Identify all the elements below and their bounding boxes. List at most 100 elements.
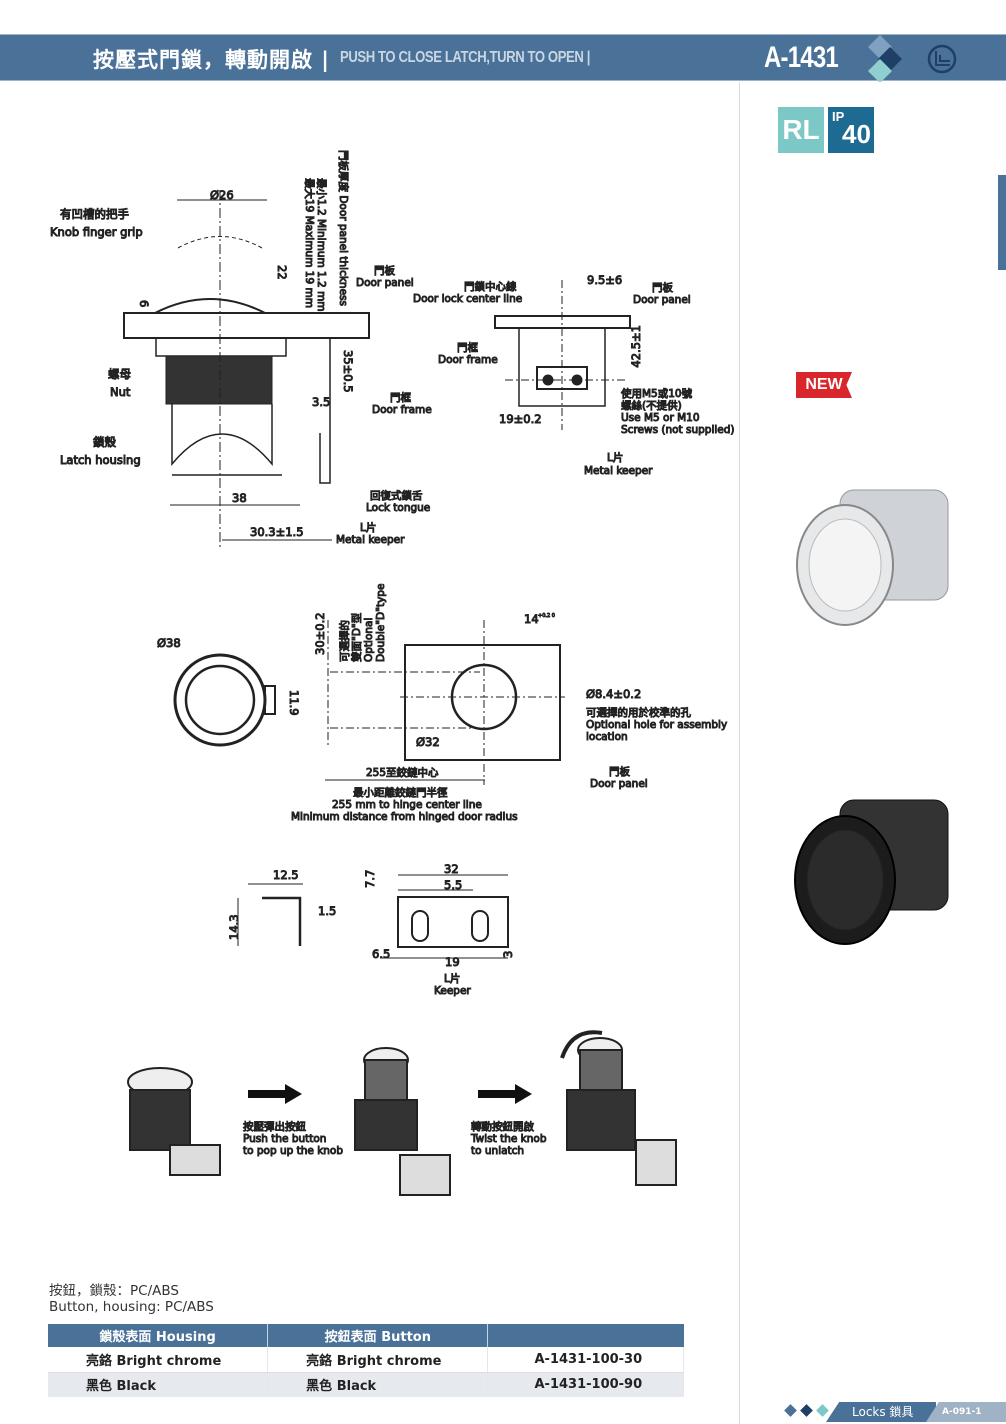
- material-en: Button, housing: PC/ABS: [49, 1299, 214, 1315]
- step2-en2: to unlatch: [471, 1145, 524, 1157]
- diamond-icon: [816, 1404, 829, 1417]
- cell: A-1431-100-90: [487, 1372, 684, 1397]
- label-thickness-max: 最大19 Maximum 19 mm: [303, 178, 316, 308]
- dim-42-5: 42.5±1: [629, 325, 643, 368]
- label-keeper-en2: Keeper: [434, 985, 471, 997]
- page-number: A-091-1: [926, 1402, 1006, 1422]
- label-side-frame-cn: 門框: [457, 341, 478, 354]
- step1-cn: 按壓彈出按鈕: [243, 1120, 306, 1133]
- step-illustrations: [127, 1030, 677, 1196]
- chrome-product-photo: [796, 489, 949, 626]
- cell: 亮鉻 Bright chrome: [267, 1347, 489, 1373]
- dim-12-5: 12.5: [273, 868, 299, 882]
- footer-category: Locks 鎖具: [826, 1402, 936, 1422]
- dim-35: 35±0.5: [341, 350, 355, 393]
- label-dtype-cn2: 雙面"D"型: [350, 613, 363, 662]
- material-cn: 按鈕，鎖殼：PC/ABS: [49, 1283, 179, 1299]
- cutout-drawing: [173, 620, 565, 785]
- new-badge: NEW: [796, 372, 852, 398]
- model-number: A-1431: [764, 41, 839, 74]
- label-keeper-cn: L片: [360, 521, 376, 534]
- step2-cn: 轉動按鈕開啟: [471, 1120, 534, 1133]
- dim-5-5: 5.5: [444, 878, 462, 892]
- dim-32: 32: [444, 862, 459, 876]
- label-hole-cn: 可選擇的用於校準的孔: [586, 706, 691, 719]
- col-button: 按鈕表面 Button: [267, 1324, 489, 1347]
- label-frame-en: Door frame: [372, 404, 432, 416]
- label-screw-cn1: 使用M5或10號: [621, 387, 693, 400]
- dim-d32: Ø32: [416, 735, 440, 749]
- dim-6-5: 6.5: [372, 947, 390, 961]
- main-section-drawing: [123, 190, 370, 550]
- label-keeper-cn2: L片: [444, 972, 460, 985]
- label-knob-en: Knob finger grip: [50, 225, 143, 239]
- dim-19: 19±0.2: [499, 412, 542, 426]
- label-thickness-min: 最小1.2 Minimum 1.2 mm: [315, 178, 327, 312]
- diamond-icon: [800, 1404, 813, 1417]
- label-hinge-cn1: 255至鉸鏈中心: [366, 766, 439, 779]
- label-dtype-en1: Optional: [363, 618, 375, 662]
- label-hole-en2: location: [586, 731, 628, 743]
- dim-3: 3: [501, 951, 515, 958]
- label-knob-cn: 有凹槽的把手: [60, 207, 129, 221]
- label-housing-cn: 鎖殼: [93, 435, 116, 449]
- keeper-drawing: [237, 874, 509, 959]
- sidebar-tab: [998, 175, 1006, 270]
- ip-label: IP: [832, 109, 845, 124]
- label-screw-cn2: 螺絲(不提供): [621, 399, 682, 412]
- step2-en1: Twist the knob: [470, 1133, 547, 1145]
- label-thickness: 門板厚度 Door panel thickness: [337, 150, 350, 306]
- label-hole-en1: Optional hole for assembly: [586, 719, 727, 731]
- arrow-icon: [478, 1084, 532, 1104]
- brand-logo-icon: [927, 44, 957, 74]
- label-housing-en: Latch housing: [60, 453, 141, 467]
- label-side-panel-cn: 門板: [652, 281, 673, 294]
- label-panel-cn: 門板: [374, 264, 395, 277]
- dim-d26: Ø26: [210, 188, 234, 202]
- header-bar: 按壓式門鎖，轉動開啟 | PUSH TO CLOSE LATCH,TURN TO…: [0, 34, 1006, 82]
- step1-en2: to pop up the knob: [243, 1145, 343, 1157]
- title-en: PUSH TO CLOSE LATCH,TURN TO OPEN |: [340, 49, 590, 66]
- dim-14-tolerance: +0.2 0: [538, 613, 555, 619]
- col-housing: 鎖殼表面 Housing: [48, 1324, 269, 1347]
- label-hinge-en2: Minimum distance from hinged door radius: [291, 811, 518, 823]
- arrow-icon: [248, 1084, 302, 1104]
- side-view-drawing: [494, 280, 631, 430]
- column-divider: [739, 82, 740, 1424]
- label-cut-panel-cn: 門板: [609, 765, 630, 778]
- dim-14: 14: [524, 612, 539, 626]
- label-center-cn: 門鎖中心線: [464, 280, 517, 293]
- label-panel-en: Door panel: [356, 277, 414, 289]
- label-hinge-en1: 255 mm to hinge center line: [332, 799, 482, 811]
- cell: 亮鉻 Bright chrome: [48, 1347, 269, 1373]
- label-hinge-cn2: 最小距離鉸鏈門半徑: [353, 786, 448, 799]
- dim-22: 22: [275, 265, 289, 280]
- label-tongue-en: Lock tongue: [366, 502, 430, 514]
- label-tongue-cn: 回復式鎖舌: [370, 489, 423, 502]
- label-center-en: Door lock center line: [413, 293, 522, 305]
- label-dtype-en2: Double"D"type: [375, 584, 387, 662]
- material-note: 按鈕，鎖殼：PC/ABS Button, housing: PC/ABS: [49, 1283, 214, 1315]
- col-code: [487, 1324, 684, 1347]
- dim-6: 6: [137, 300, 151, 307]
- label-keeper-en: Metal keeper: [336, 534, 405, 546]
- label-frame-cn: 門框: [390, 391, 411, 404]
- label-side-panel-en: Door panel: [633, 294, 691, 306]
- dim-38: 38: [232, 491, 247, 505]
- dim-11-9: 11.9: [287, 690, 301, 716]
- diamond-logo-icon: [868, 35, 902, 82]
- ip-value: 40: [842, 119, 871, 149]
- label-screw-en1: Use M5 or M10: [621, 412, 700, 424]
- title-cn: 按壓式門鎖，轉動開啟 |: [93, 48, 330, 72]
- dim-9-5: 9.5±6: [587, 273, 622, 287]
- dim-7-7: 7.7: [363, 870, 377, 888]
- dim-19-keeper: 19: [445, 955, 460, 969]
- label-nut-en: Nut: [110, 385, 131, 399]
- dim-hole: Ø8.4±0.2: [586, 687, 641, 701]
- dim-14-3: 14.3: [227, 914, 241, 940]
